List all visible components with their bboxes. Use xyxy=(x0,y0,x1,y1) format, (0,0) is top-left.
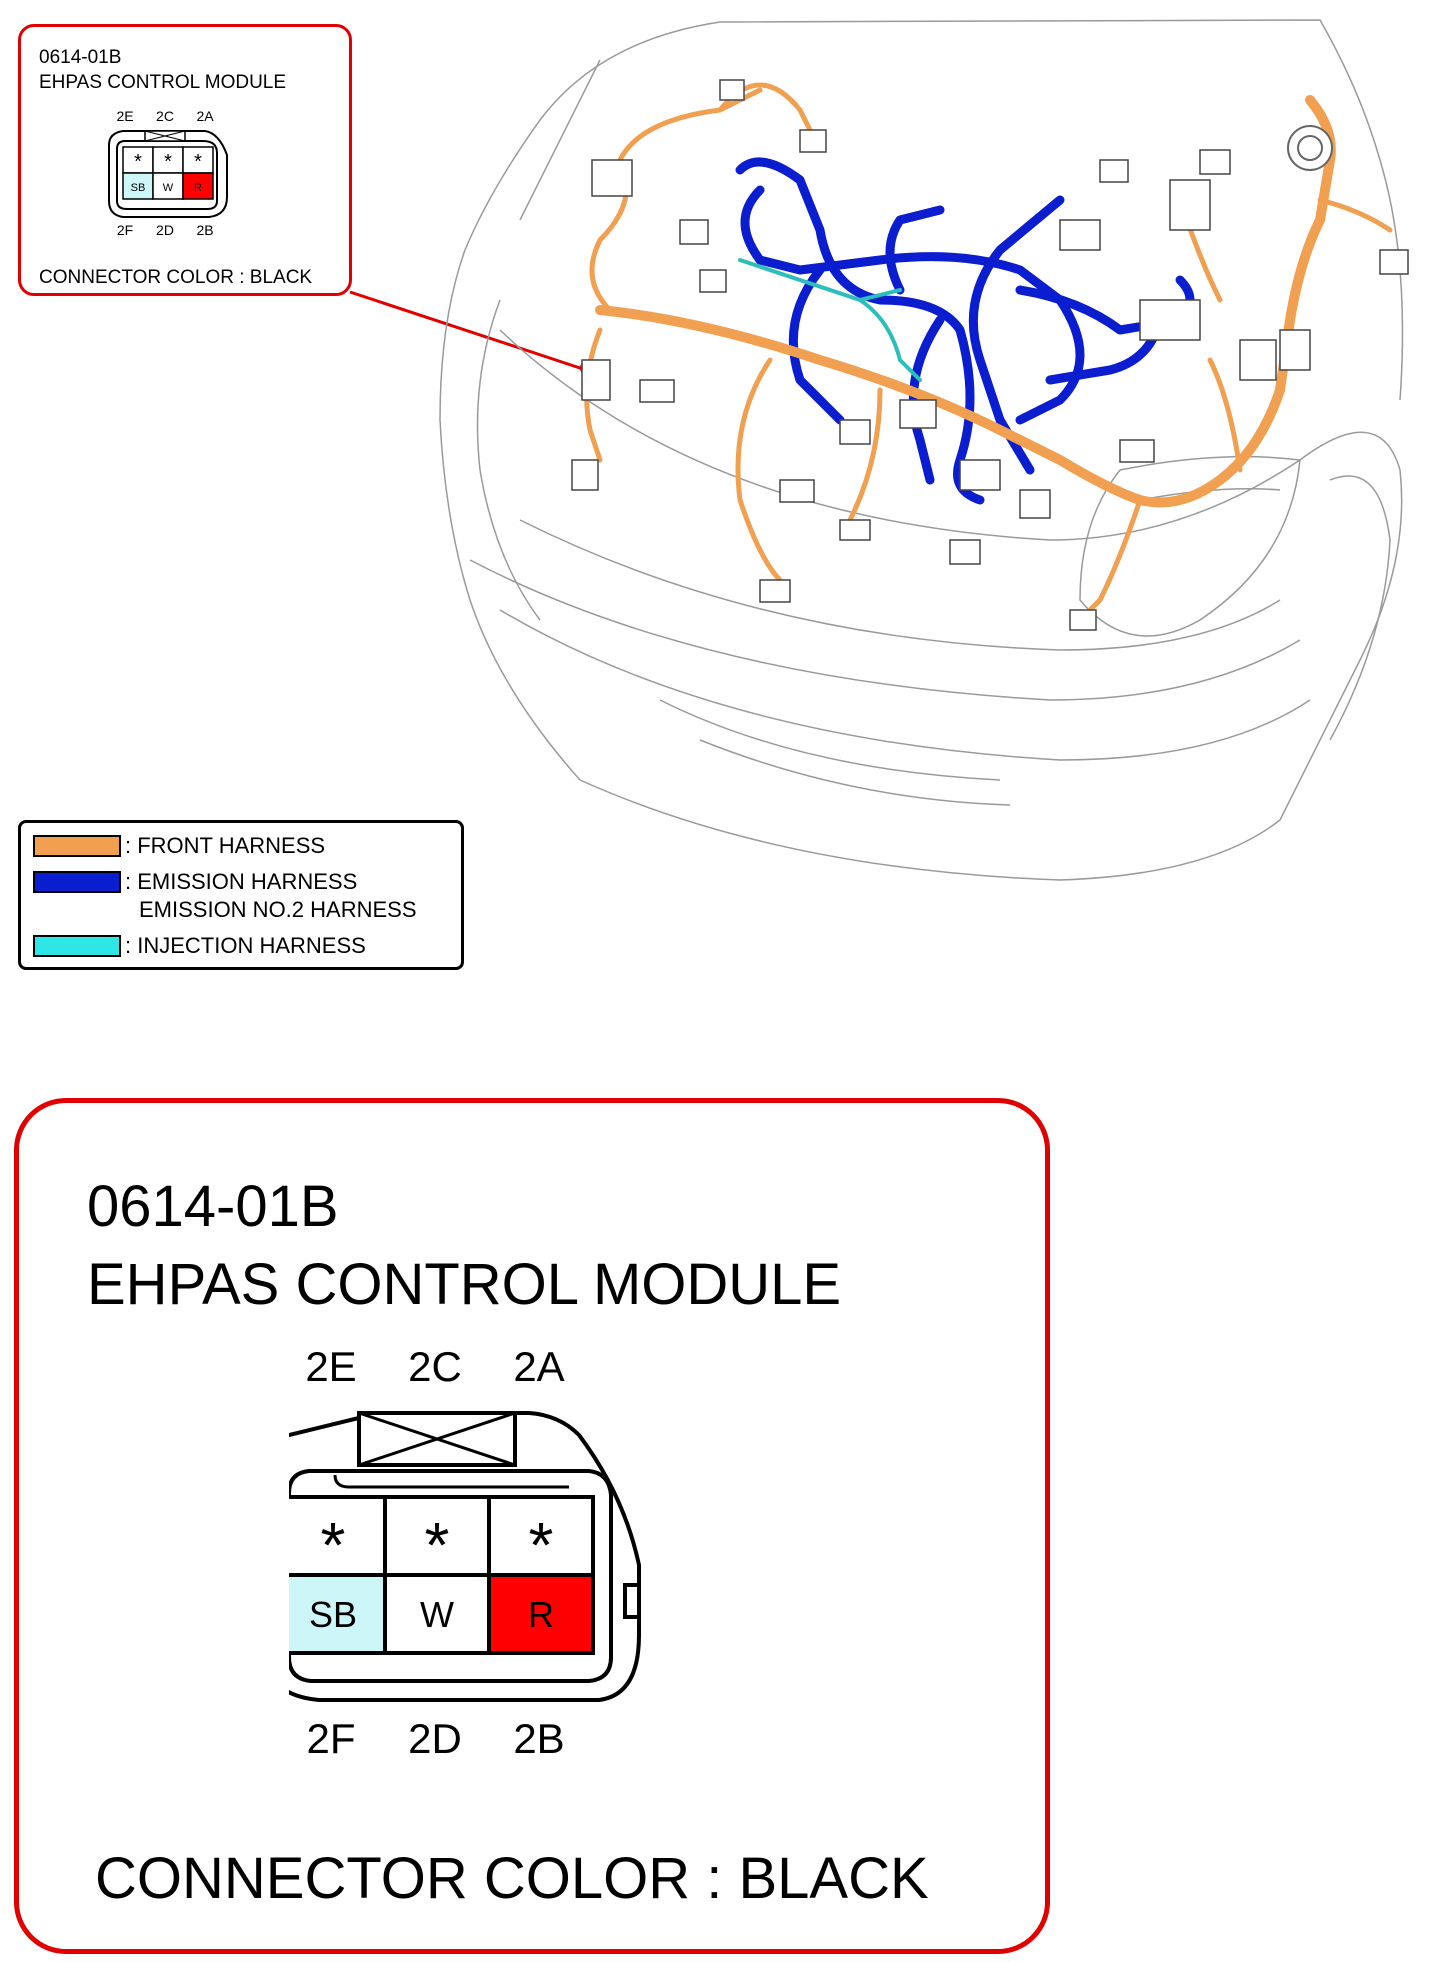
legend-swatch-front xyxy=(33,835,121,857)
small-bottom-label: 2D xyxy=(156,222,174,238)
car-body-outline xyxy=(439,19,1404,881)
small-bottom-label: 2B xyxy=(196,222,213,238)
legend-label-front: : FRONT HARNESS xyxy=(125,833,326,858)
small-star-mark: * xyxy=(194,151,202,173)
small-star-mark: * xyxy=(164,151,172,173)
small-wire-label: W xyxy=(163,182,174,194)
large-pin-2b xyxy=(487,1573,595,1655)
large-wire-label: R xyxy=(528,1594,554,1635)
injection-harness xyxy=(738,258,922,382)
legend-label-emission-2: EMISSION NO.2 HARNESS xyxy=(139,897,417,922)
small-wire-label: SB xyxy=(131,182,146,194)
harness-legend: : FRONT HARNESS : EMISSION HARNESS EMISS… xyxy=(18,820,464,970)
large-bottom-label: 2B xyxy=(513,1715,564,1762)
small-top-label: 2E xyxy=(116,108,133,124)
small-connector-color-note: CONNECTOR COLOR : BLACK xyxy=(39,267,313,288)
large-wire-label: SB xyxy=(309,1594,357,1635)
large-star-mark: * xyxy=(321,1509,346,1581)
small-connector-face: 2E 2C 2A * * * SB W R 2F 2D 2B xyxy=(108,108,228,238)
legend-swatch-emission xyxy=(33,871,121,893)
small-bottom-label: 2F xyxy=(117,222,133,238)
large-connector-face: 2E 2C 2A * * * SB W R 2F 2D 2B xyxy=(289,1343,641,1762)
callout-leader-line xyxy=(349,290,593,374)
large-pin-2d xyxy=(383,1573,491,1655)
harness-connectors xyxy=(571,79,1409,631)
engine-bay-illustration xyxy=(349,19,1409,881)
small-connector-name: EHPAS CONTROL MODULE xyxy=(39,72,287,93)
large-connector-code: 0614-01B xyxy=(87,1174,339,1239)
connector-callout-small: 0614-01B EHPAS CONTROL MODULE 2E 2C 2A *… xyxy=(18,24,352,296)
small-connector-code: 0614-01B xyxy=(39,47,122,68)
large-wire-label: W xyxy=(420,1594,454,1635)
small-top-label: 2C xyxy=(156,108,174,124)
large-star-mark: * xyxy=(529,1509,554,1581)
large-connector-name: EHPAS CONTROL MODULE xyxy=(87,1252,842,1317)
legend-label-injection: : INJECTION HARNESS xyxy=(125,933,366,958)
front-harness xyxy=(595,95,1336,508)
connector-callout-large: 0614-01B EHPAS CONTROL MODULE 2E 2C 2A *… xyxy=(14,1098,1050,1954)
large-bottom-label: 2F xyxy=(306,1715,355,1762)
small-star-mark: * xyxy=(134,151,142,173)
large-star-mark: * xyxy=(425,1509,450,1581)
small-wire-label: R xyxy=(194,182,202,194)
large-top-label: 2A xyxy=(513,1343,564,1390)
legend-swatch-injection xyxy=(33,935,121,957)
large-top-label: 2E xyxy=(305,1343,356,1390)
legend-label-emission: : EMISSION HARNESS xyxy=(125,869,358,894)
small-pin-2b xyxy=(182,172,214,200)
grommet xyxy=(1287,125,1333,171)
large-connector-color-note: CONNECTOR COLOR : BLACK xyxy=(95,1846,929,1911)
large-top-label: 2C xyxy=(408,1343,462,1390)
small-top-label: 2A xyxy=(196,108,214,124)
large-bottom-label: 2D xyxy=(408,1715,462,1762)
